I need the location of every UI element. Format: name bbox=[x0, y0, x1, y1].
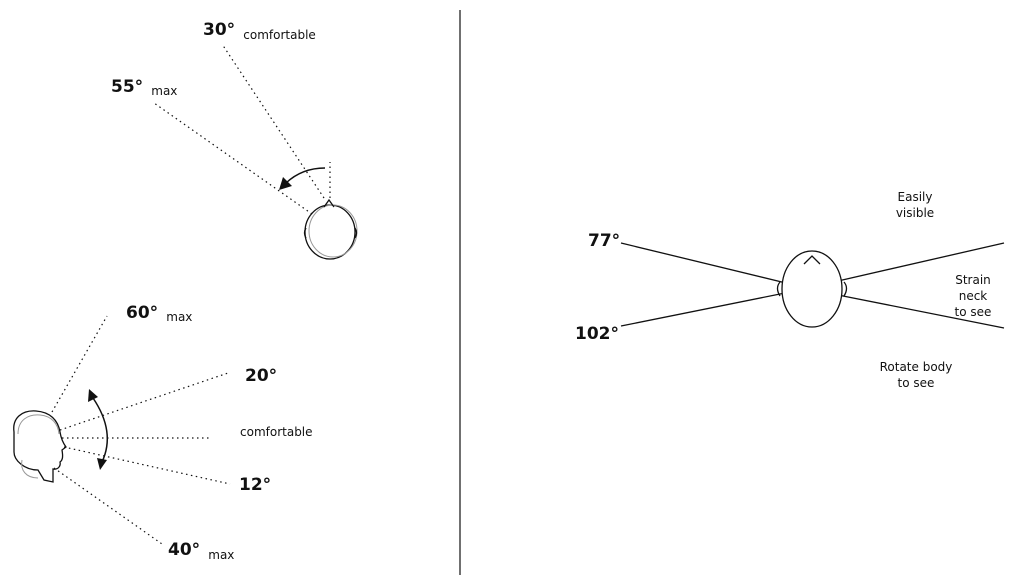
top-view-rotation-arrow bbox=[285, 167, 326, 184]
fov-zone-front: Easily visible bbox=[895, 190, 935, 220]
fov-angle-upper: 77° bbox=[588, 231, 621, 251]
top-view-comfortable-label: 30° comfortable bbox=[203, 20, 316, 42]
side-view-up-max-text: max bbox=[166, 310, 193, 324]
fov-line-lower-left bbox=[620, 291, 791, 327]
fov-angle-lower: 102° bbox=[575, 324, 619, 344]
fov-zone-side: Strain neck to see bbox=[954, 273, 992, 319]
side-view-comfortable-text: comfortable bbox=[240, 425, 313, 439]
side-view-arrowhead-down bbox=[97, 458, 107, 470]
side-view-down-max-line bbox=[53, 467, 163, 545]
fov-zone-back: Rotate body to see bbox=[879, 360, 953, 390]
top-view-comfortable-angle: 30° bbox=[203, 20, 236, 40]
side-view-up-max-angle: 60° bbox=[126, 303, 159, 323]
side-view-tilt-arrow bbox=[92, 397, 108, 463]
top-view-arrowhead bbox=[279, 177, 292, 190]
top-view-comfortable-line bbox=[221, 43, 325, 199]
side-view-up-comfortable-angle: 20° bbox=[245, 366, 278, 386]
top-view-max-label: 55° max bbox=[111, 77, 178, 98]
fov-head bbox=[776, 250, 848, 328]
fov-line-upper-right bbox=[837, 242, 1005, 282]
side-view-up-max-line bbox=[51, 315, 108, 413]
side-view-down-max-angle: 40° bbox=[168, 540, 201, 560]
side-view-down-comfortable-line bbox=[63, 446, 231, 485]
side-view-sightlines bbox=[51, 315, 231, 545]
fov-line-lower-right bbox=[837, 294, 1005, 329]
top-view-max-line bbox=[153, 102, 313, 215]
top-view-max-text: max bbox=[151, 84, 178, 98]
side-view-up-comfortable-line bbox=[59, 372, 229, 431]
side-view-down-max-text: max bbox=[208, 548, 235, 562]
top-view-comfortable-text: comfortable bbox=[243, 28, 316, 42]
side-view-down-comfortable-angle: 12° bbox=[239, 475, 272, 495]
fov-line-upper-left bbox=[620, 242, 791, 285]
top-view-head bbox=[303, 198, 358, 260]
side-view-down-max-label: 40° max bbox=[168, 540, 235, 562]
side-view-arrowhead-up bbox=[88, 389, 98, 402]
fov-lines bbox=[620, 242, 1005, 329]
top-view-max-angle: 55° bbox=[111, 77, 144, 97]
top-view-sightlines bbox=[153, 43, 331, 215]
side-view-up-max-label: 60° max bbox=[126, 303, 193, 324]
side-view-head bbox=[13, 410, 67, 483]
